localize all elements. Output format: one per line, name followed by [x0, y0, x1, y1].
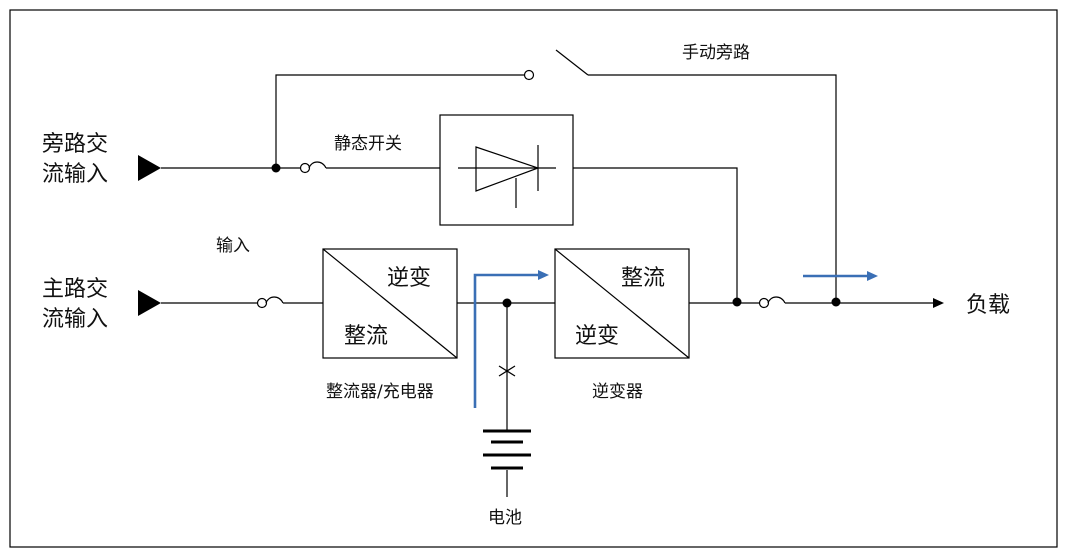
output-breaker-arc — [767, 296, 786, 304]
thyristor-icon — [475, 146, 540, 192]
battery-label: 电池 — [488, 508, 522, 528]
bypass-input-arrow-icon — [138, 155, 161, 181]
main-breaker-arc — [265, 296, 284, 304]
battery-icon — [483, 429, 531, 470]
manual-bypass-contact — [523, 69, 535, 81]
power-flow-arrow-icon — [473, 270, 549, 408]
inverter-box-top-label: 整流 — [621, 266, 665, 291]
static-switch-box — [439, 114, 574, 226]
output-flow-arrow-icon — [803, 271, 878, 281]
diagram-frame — [9, 9, 1058, 548]
inverter-label: 逆变器 — [592, 382, 643, 402]
manual-bypass-label: 手动旁路 — [682, 43, 750, 63]
output-line — [689, 296, 944, 309]
main-input-label-line1: 主路交 — [42, 277, 108, 302]
bypass-input-line — [138, 155, 440, 181]
output-junction — [732, 297, 742, 307]
static-switch-label: 静态开关 — [334, 134, 402, 154]
bypass-input-label-line2: 流输入 — [42, 162, 108, 187]
rectifier-charger-label: 整流器/充电器 — [326, 382, 434, 402]
output-breaker-contact — [758, 297, 770, 309]
bypass-breaker-arc — [308, 161, 327, 169]
input-label: 输入 — [216, 236, 250, 256]
battery-branch — [483, 303, 531, 497]
bypass-input-label-line1: 旁路交 — [42, 132, 108, 157]
load-label: 负载 — [966, 293, 1010, 318]
manual-bypass-line — [275, 49, 837, 302]
main-breaker-contact — [256, 297, 268, 309]
bypass-breaker-contact — [299, 162, 311, 174]
load-junction — [831, 297, 841, 307]
main-input-line — [138, 290, 323, 316]
rectifier-box-bottom-label: 整流 — [344, 324, 388, 349]
manual-bypass-switch-blade — [555, 49, 589, 76]
inverter-box-bottom-label: 逆变 — [575, 324, 619, 349]
main-input-arrow-icon — [138, 290, 161, 316]
rectifier-box-top-label: 逆变 — [387, 266, 431, 291]
main-input-label-line2: 流输入 — [42, 307, 108, 332]
bypass-junction — [271, 163, 281, 173]
load-arrow-icon — [933, 298, 944, 308]
